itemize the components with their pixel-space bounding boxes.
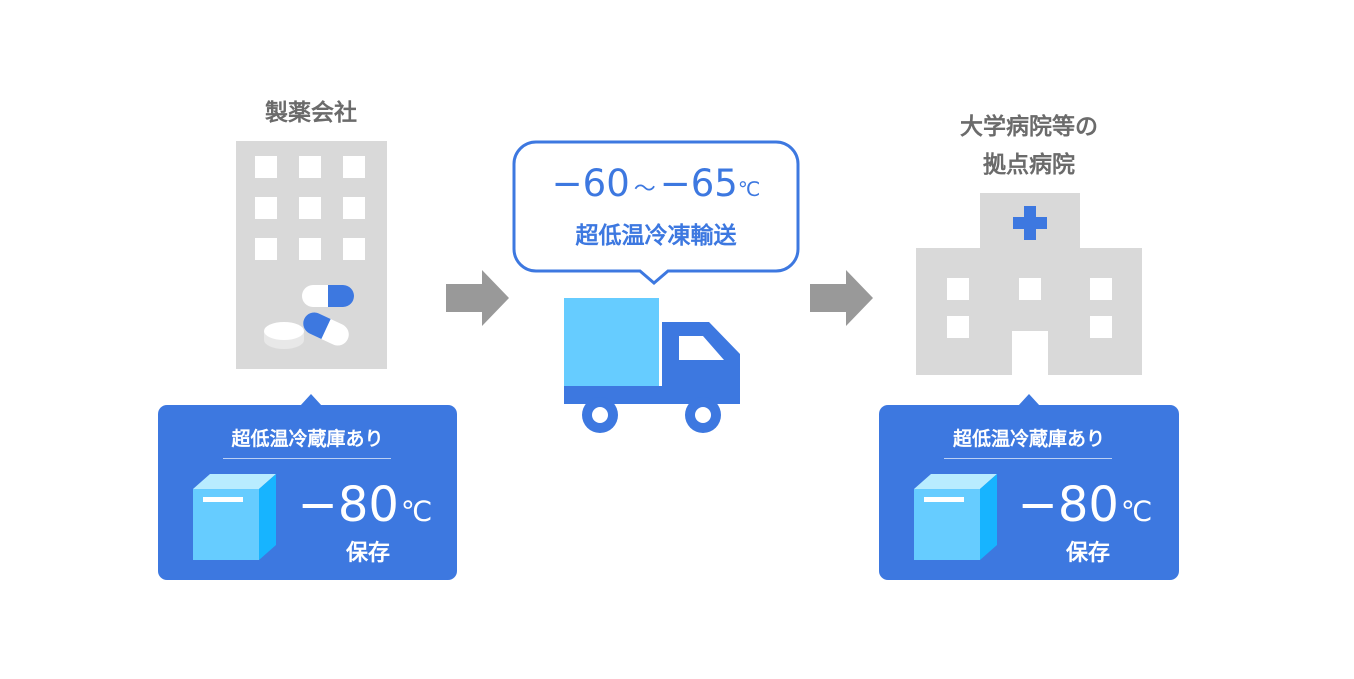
pharma-building-windows: [255, 156, 365, 260]
hospital-title-line1: 大学病院等の: [960, 114, 1098, 140]
hospital-storage-divider: [944, 458, 1112, 459]
hospital-temp-value: −80: [1017, 477, 1119, 533]
hospital-title-line2: 拠点病院: [983, 152, 1075, 178]
hospital-storage-note: 保存: [1065, 541, 1110, 566]
hospital-building-icon: [916, 193, 1142, 375]
transport-temp-low: −60: [551, 162, 630, 205]
pharma-temperature: −80℃: [290, 476, 440, 541]
pharma-temp-unit: ℃: [400, 495, 433, 528]
freezer-icon: [914, 474, 997, 560]
transport-temp-high: −65: [659, 162, 738, 205]
transport-temp-separator: ～: [633, 177, 656, 202]
pharma-storage-title: 超低温冷蔵庫あり: [231, 428, 384, 450]
pharma-title: 製薬会社: [265, 100, 357, 126]
transport-temp-unit: ℃: [737, 177, 761, 201]
hospital-temp-unit: ℃: [1120, 495, 1153, 528]
truck-icon: [564, 298, 740, 433]
transport-label: 超低温冷凍輸送: [575, 223, 737, 249]
pharma-storage-note: 保存: [345, 541, 390, 566]
tablet-icon: [264, 322, 304, 349]
capsule-icon: [302, 285, 354, 346]
medical-cross-icon: [1013, 206, 1047, 240]
pharma-temp-value: −80: [297, 477, 399, 533]
pharma-storage-divider: [223, 458, 391, 459]
transport-temperature: −60～−65℃: [514, 160, 798, 214]
arrow-icon: [810, 270, 873, 326]
arrow-icon: [446, 270, 509, 326]
hospital-storage-title: 超低温冷蔵庫あり: [952, 428, 1105, 450]
freezer-icon: [193, 474, 276, 560]
transport-bubble: [512, 140, 800, 285]
hospital-temperature: −80℃: [1010, 476, 1160, 541]
